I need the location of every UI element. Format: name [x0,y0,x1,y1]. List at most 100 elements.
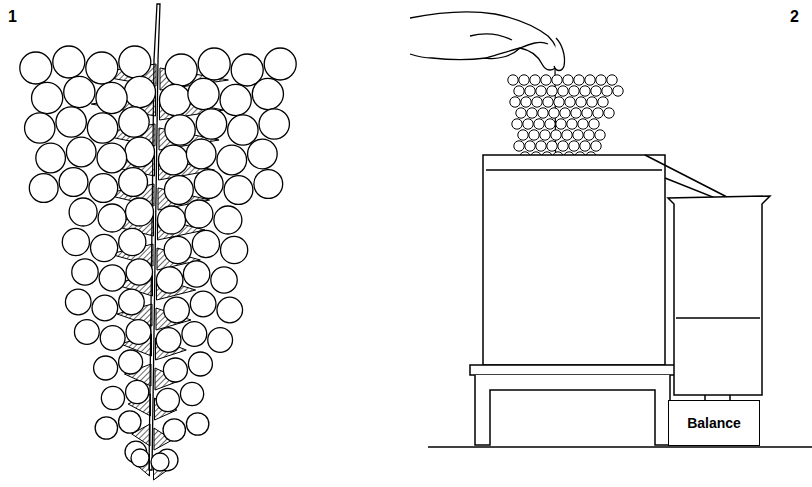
grape-berry [126,380,149,403]
grape-berry [585,75,595,85]
grape-berry [29,174,58,203]
grape-berry [126,198,154,226]
grape-berry [510,97,520,107]
grape-berry [536,86,546,96]
grape-berry [536,141,546,151]
grape-berry [211,267,237,293]
grape-berry [532,97,542,107]
panel-number: 2 [790,8,799,26]
grape-berry [65,289,91,315]
grape-berry [567,119,577,129]
grape-berry [95,417,117,439]
grape-berry [165,54,197,86]
grape-berry [64,76,95,107]
grape-berry [20,52,52,84]
grape-berry [563,75,573,85]
grape-berry [525,86,535,96]
grape-berry [523,119,533,129]
grape-berry [602,86,612,96]
grape-berry [514,86,524,96]
grape-berry [125,137,155,167]
grape-berry [214,206,242,234]
grape-berry [580,86,590,96]
grape-berry [59,168,88,197]
grape-berry [558,86,568,96]
grape-berry [591,86,601,96]
grape-berry [53,46,85,78]
grape-berry [164,176,193,205]
grape-berry [32,82,63,113]
grape-berry [36,143,66,173]
grape-berry [593,108,603,118]
grape-berry [217,145,247,175]
grape-berry [527,108,537,118]
grape-berry [156,388,179,411]
grape-berry [165,115,195,145]
grape-berry [156,328,181,353]
balance-box: Balance [668,400,760,446]
grape-berry [221,236,248,263]
grape-berry [578,119,588,129]
grape-berry [525,141,535,151]
grape-berry [151,453,169,471]
grape-berry [508,75,518,85]
grape-berry [119,168,148,197]
grape-berry [228,115,258,145]
grape-berry [220,84,251,115]
grape-berry [587,97,597,107]
grape-berry [521,97,531,107]
hand [410,12,565,71]
grape-berry [224,176,253,205]
grape-berry [182,322,207,347]
grape-berry [516,108,526,118]
grape-berry [264,48,296,80]
grape-berry [547,141,557,151]
grape-berry [569,86,579,96]
beaker [668,196,770,400]
grape-berry [540,130,550,140]
grape-berry [254,170,283,199]
grape-berry [119,289,145,315]
grape-berry [186,413,208,435]
grape-berry [259,109,289,139]
grape-berry [613,86,623,96]
grape-berry [157,267,183,293]
grape-berry [562,130,572,140]
grape-berry [217,297,243,323]
grape-berry [208,328,233,353]
grape-berry [119,107,149,137]
ground-line [428,446,812,448]
grape-berry [574,75,584,85]
grape-berry [512,119,522,129]
grape-berry [589,119,599,129]
grape-berry [252,78,283,109]
grape-berry [97,143,127,173]
grape-berry [604,108,614,118]
grape-berry [119,350,143,374]
grape-berry [74,320,99,345]
grape-berry [180,382,203,405]
node-text: Balance [687,415,741,431]
grape-berry [582,108,592,118]
grape-berry [188,78,219,109]
grape-berry [92,295,118,321]
grape-berry [56,107,86,137]
grape-berry [98,204,126,232]
grape-berry [576,97,586,107]
grape-berry [62,228,89,255]
grape-berry [248,139,278,169]
grape-berry [595,130,605,140]
grape-berry [188,352,212,376]
grape-berry [164,236,191,263]
grape-berry [159,145,189,175]
grape-berry [94,356,118,380]
grape-berry [573,130,583,140]
grape-berry [607,75,617,85]
grape-berry [100,326,125,351]
grape-berry [25,113,55,143]
grape-berry [591,141,601,151]
grape-berry [163,358,187,382]
grape-berry [86,52,118,84]
grape-berry [190,291,216,317]
grape-berry [571,108,581,118]
